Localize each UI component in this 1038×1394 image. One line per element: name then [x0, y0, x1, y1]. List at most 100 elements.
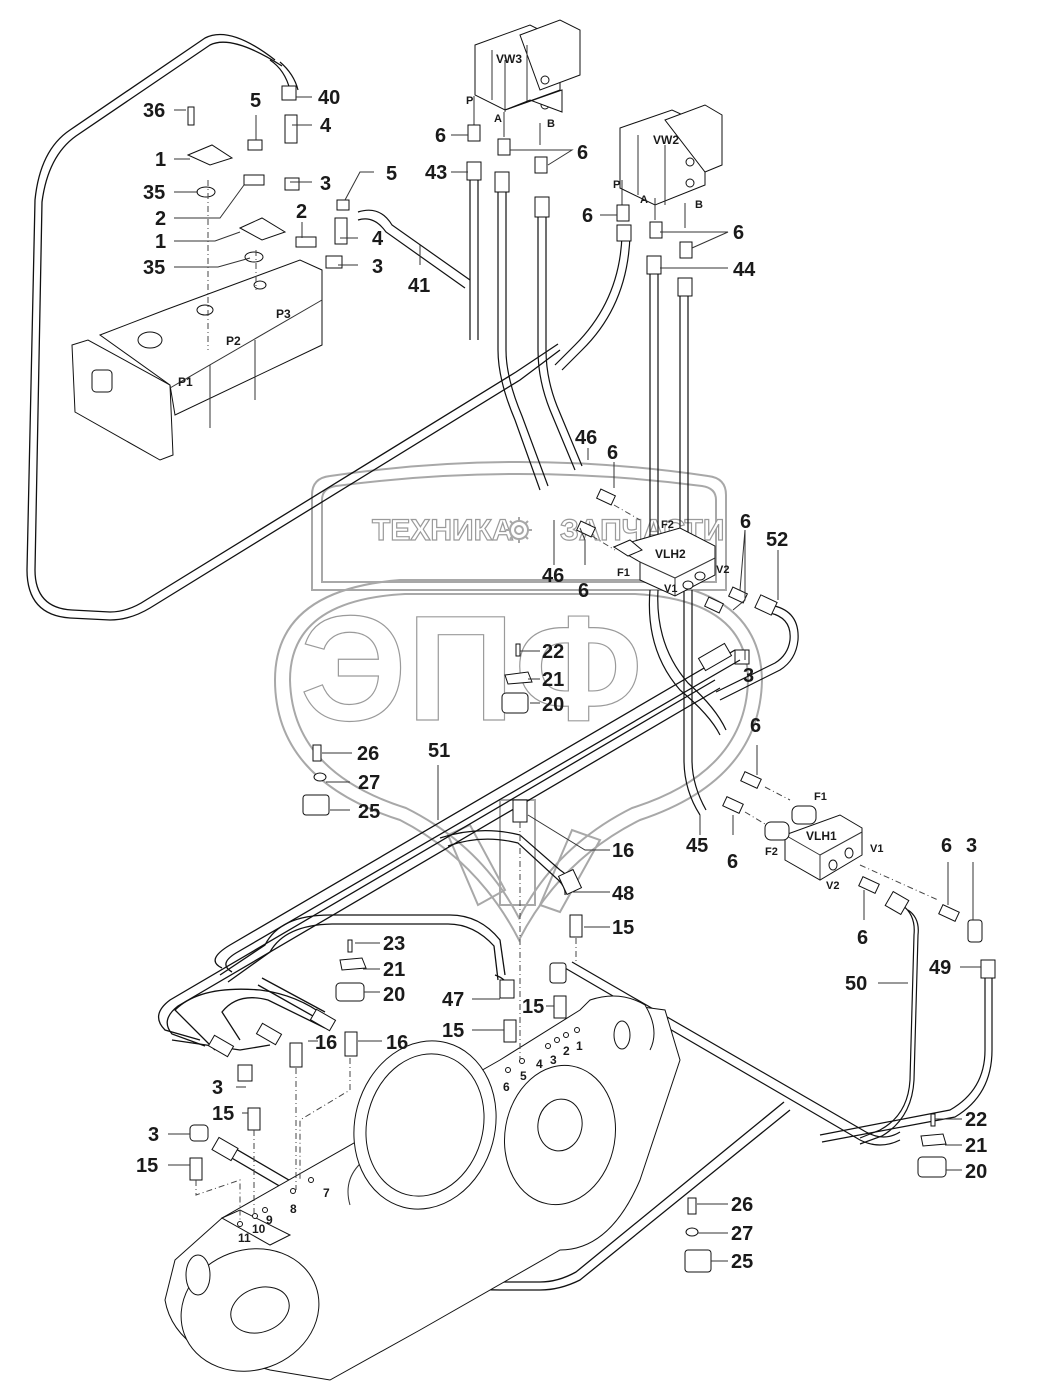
frame-hole-1: 1 [576, 1039, 583, 1053]
watermark-text-left: ТЕХНИКА [372, 514, 514, 547]
pump-section-p3: P3 [276, 307, 291, 321]
callout-23: 23 [383, 933, 405, 955]
vlh1-label: VLH1 [806, 829, 837, 843]
callout-5: 5 [386, 163, 397, 185]
callout-3: 3 [212, 1077, 223, 1099]
callout-47: 47 [442, 989, 464, 1011]
callout-40: 40 [318, 87, 340, 109]
valve-block-vlh2: VLH2 F1 F2 V1 V2 [575, 488, 750, 665]
vertical-hoses [466, 161, 727, 816]
callout-43: 43 [425, 162, 447, 184]
frame-hole-9: 9 [266, 1213, 273, 1227]
vw2-port-a: A [640, 194, 648, 206]
callouts: 36 1 35 2 1 35 5 40 4 3 5 2 4 3 41 6 43 … [136, 87, 987, 1273]
callout-21: 21 [965, 1135, 987, 1157]
callout-20: 20 [542, 694, 564, 716]
frame-hole-2: 2 [563, 1044, 570, 1058]
callout-41: 41 [408, 275, 430, 297]
callout-4: 4 [320, 115, 332, 137]
frame-hole-5: 5 [520, 1069, 527, 1083]
callout-46: 46 [542, 565, 564, 587]
callout-6: 6 [582, 205, 593, 227]
callout-3: 3 [743, 665, 754, 687]
pipe-loop-upper [26, 33, 561, 621]
callout-36: 36 [143, 100, 165, 122]
callout-3: 3 [966, 835, 977, 857]
callout-16: 16 [315, 1032, 337, 1054]
callout-6: 6 [941, 835, 952, 857]
callout-3: 3 [372, 256, 383, 278]
callout-15: 15 [136, 1155, 158, 1177]
callout-6: 6 [733, 222, 744, 244]
callout-6: 6 [607, 442, 618, 464]
vw2-port-b: B [695, 199, 703, 211]
callout-20: 20 [383, 984, 405, 1006]
callout-16: 16 [386, 1032, 408, 1054]
vlh1-port-v2: V2 [826, 880, 839, 892]
callout-2: 2 [155, 208, 166, 230]
vlh2-port-v1: V1 [664, 583, 677, 595]
callout-3: 3 [320, 173, 331, 195]
vw3-port-b: B [547, 118, 555, 130]
callout-46: 46 [575, 427, 597, 449]
vlh1-port-f1: F1 [814, 791, 827, 803]
frame-hole-11: 11 [238, 1231, 251, 1245]
callout-49: 49 [929, 957, 951, 979]
pump-section-p1: P1 [178, 375, 193, 389]
frame-ports [237, 1027, 580, 1227]
callout-51: 51 [428, 740, 450, 762]
callout-1: 1 [155, 149, 166, 171]
vlh2-port-f2: F2 [661, 519, 674, 531]
hose-52 [715, 594, 799, 701]
callout-6: 6 [740, 511, 751, 533]
callout-6: 6 [750, 715, 761, 737]
callout-26: 26 [731, 1194, 753, 1216]
callout-21: 21 [542, 669, 564, 691]
watermark-logo: ЭПФ [300, 584, 643, 752]
vlh2-port-v2: V2 [716, 564, 729, 576]
valve-vw3-label: VW3 [496, 52, 522, 66]
frame-hole-3: 3 [550, 1053, 557, 1067]
vlh1-port-f2: F2 [765, 846, 778, 858]
gear-icon [506, 517, 532, 543]
callout-25: 25 [731, 1251, 753, 1273]
pump-section-p2: P2 [226, 334, 241, 348]
callout-6: 6 [577, 142, 588, 164]
valve-vw2: VW2 P A B [613, 104, 723, 228]
hydraulic-pump: P1 P2 P3 [71, 259, 323, 461]
callout-15: 15 [612, 917, 634, 939]
callout-4: 4 [372, 228, 384, 250]
vw3-port-p: P [466, 95, 473, 107]
frame-hole-6: 6 [503, 1080, 510, 1094]
valve-block-vlh1: VLH1 F1 F2 V1 V2 [722, 771, 983, 943]
callout-22: 22 [965, 1109, 987, 1131]
callout-25: 25 [358, 801, 380, 823]
callout-50: 50 [845, 973, 867, 995]
callout-2: 2 [296, 201, 307, 223]
lower-fittings [189, 643, 947, 1273]
pump-fittings [186, 85, 471, 350]
valve-fittings [467, 124, 693, 259]
callout-3: 3 [148, 1124, 159, 1146]
callout-48: 48 [612, 883, 634, 905]
callout-45: 45 [686, 835, 708, 857]
callout-27: 27 [731, 1223, 753, 1245]
callout-35: 35 [143, 257, 165, 279]
callout-21: 21 [383, 959, 405, 981]
callout-20: 20 [965, 1161, 987, 1183]
vlh2-port-f1: F1 [617, 567, 630, 579]
callout-6: 6 [727, 851, 738, 873]
callout-15: 15 [442, 1020, 464, 1042]
vlh1-port-v1: V1 [870, 843, 883, 855]
callout-1: 1 [155, 231, 166, 253]
callout-44: 44 [733, 259, 756, 281]
callout-15: 15 [212, 1103, 234, 1125]
frame-hole-8: 8 [290, 1202, 297, 1216]
callout-6: 6 [578, 580, 589, 602]
vlh2-label: VLH2 [655, 547, 686, 561]
callout-leaders [168, 96, 981, 1262]
valve-vw2-label: VW2 [653, 133, 679, 147]
callout-22: 22 [542, 641, 564, 663]
callout-6: 6 [857, 927, 868, 949]
